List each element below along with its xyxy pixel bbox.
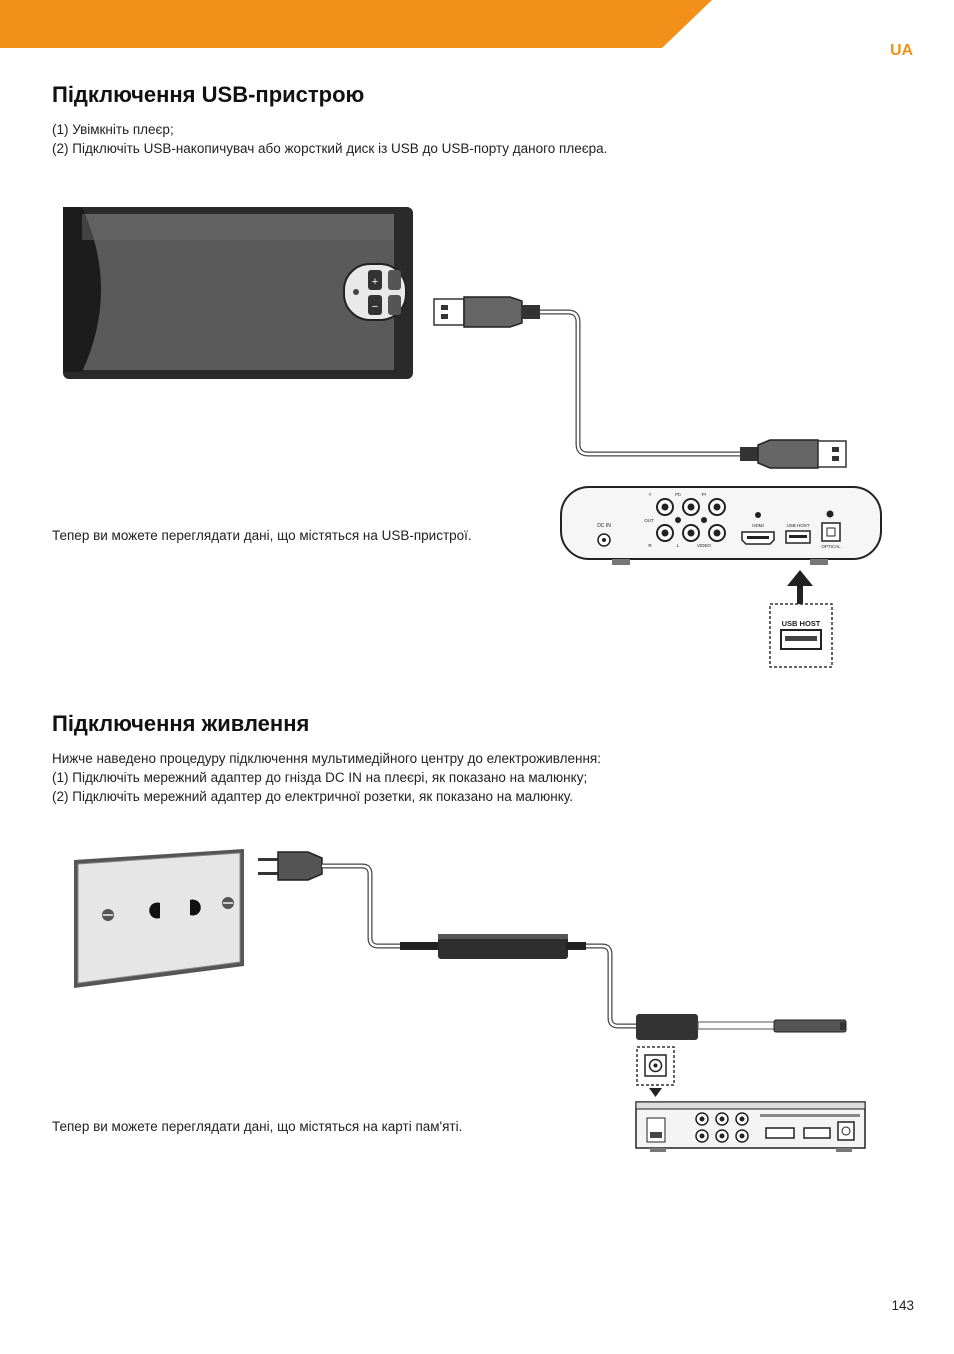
svg-text:VIDEO: VIDEO	[697, 543, 712, 548]
usb-section-title: Підключення USB-пристрою	[52, 82, 365, 107]
usb-step-1: (1) Увімкніть плеєр;	[52, 122, 174, 137]
dc-plug	[636, 1014, 847, 1040]
usb-connection-illustration: + − DC IN Y Pb	[63, 207, 882, 668]
media-player-back-panel: DC IN Y Pb Pr OUT R L VIDEO HDMI USB HOS…	[560, 486, 882, 565]
usb-plug-bottom	[740, 439, 847, 469]
header-accent-bar	[0, 0, 712, 48]
svg-text:Pr: Pr	[702, 492, 707, 497]
power-intro: Нижче наведено процедуру підключення мул…	[52, 751, 601, 766]
power-section-title: Підключення живлення	[52, 711, 310, 736]
usb-hard-drive: + −	[63, 207, 413, 379]
power-step-2: (2) Підключіть мережний адаптер до елект…	[52, 789, 573, 804]
svg-text:+: +	[372, 276, 378, 288]
svg-text:L: L	[677, 543, 680, 548]
svg-text:−: −	[372, 301, 378, 313]
wall-socket	[74, 849, 244, 988]
page-number: 143	[891, 1298, 914, 1313]
power-result-text: Тепер ви можете переглядати дані, що міс…	[52, 1119, 463, 1134]
usb-host-zoom-label: USB HOST	[782, 619, 821, 628]
usb-host-zoom-box: USB HOST	[769, 603, 833, 668]
power-step-1: (1) Підключіть мережний адаптер до гнізд…	[52, 770, 588, 785]
power-plug	[258, 851, 323, 881]
svg-text:Pb: Pb	[675, 492, 681, 497]
language-tag: UA	[890, 42, 914, 59]
hdmi-label: HDMI	[752, 523, 764, 528]
usb-step-2: (2) Підключіть USB-накопичувач або жорст…	[52, 141, 608, 156]
usb-result-text: Тепер ви можете переглядати дані, що міс…	[52, 528, 472, 543]
svg-text:OUT: OUT	[644, 518, 654, 523]
media-player-rear-small	[635, 1101, 866, 1152]
optical-label: OPTICAL	[821, 544, 841, 549]
svg-text:Y: Y	[648, 492, 651, 497]
dc-in-label: DC IN	[597, 523, 611, 529]
power-connection-illustration	[74, 849, 866, 1152]
svg-text:R: R	[648, 543, 652, 548]
power-adapter	[400, 934, 586, 959]
usb-host-label: USB HOST	[786, 523, 809, 528]
usb-plug-top	[433, 296, 540, 328]
